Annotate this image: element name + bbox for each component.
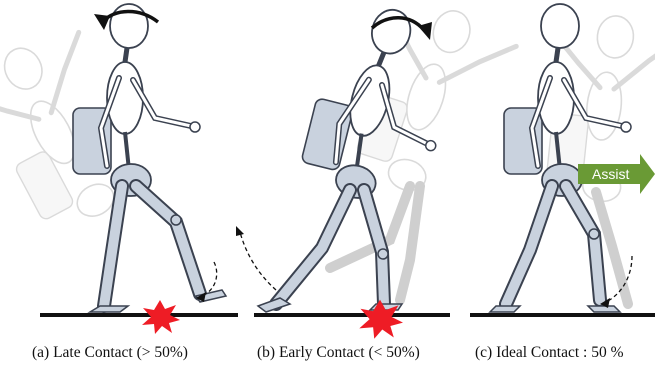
panel-b <box>236 0 521 339</box>
caption-early-contact: (b) Early Contact (< 50%) <box>257 344 420 361</box>
panel-a <box>0 4 238 334</box>
caption-late-contact: (a) Late Contact (> 50%) <box>32 344 188 361</box>
panel-c: Assist <box>470 4 655 317</box>
panel-a-robot-figure <box>73 4 200 196</box>
panel-a-legs <box>87 179 228 313</box>
swing-path-arrow-icon <box>605 255 633 303</box>
assist-label: Assist <box>592 166 629 182</box>
panel-a-ground <box>40 313 238 317</box>
panel-c-legs <box>488 179 622 313</box>
panel-b-ground <box>254 313 450 317</box>
caption-ideal-contact: (c) Ideal Contact : 50 % <box>475 344 624 361</box>
swing-path-arrow-icon <box>239 231 277 291</box>
assist-arrow: Assist <box>578 154 655 194</box>
rotation-arrowhead-icon <box>94 14 110 30</box>
panel-c-ground <box>470 313 655 317</box>
assist-arrow-icon <box>578 154 655 194</box>
panel-b-legs <box>256 183 404 313</box>
rotation-arrowhead-icon <box>418 22 432 40</box>
